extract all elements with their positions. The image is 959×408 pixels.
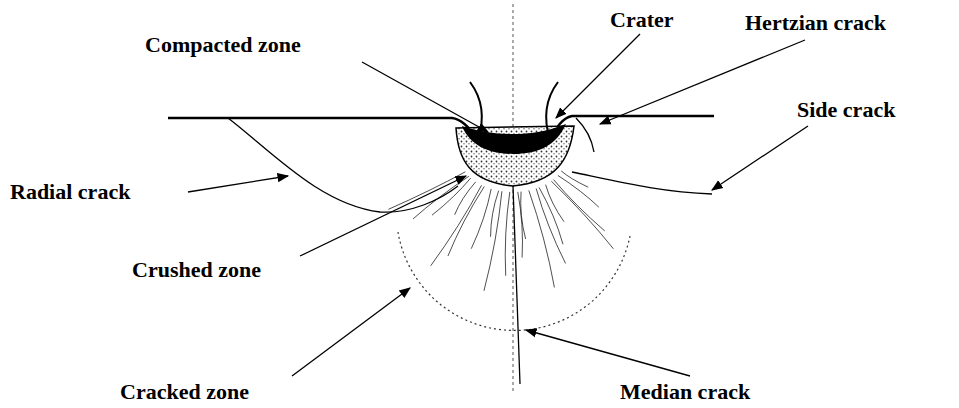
fine-crack — [551, 181, 613, 249]
fine-crack — [561, 171, 588, 187]
fine-crack — [518, 192, 523, 258]
fine-crack — [431, 185, 482, 266]
leader-line — [292, 288, 410, 376]
leader-line — [600, 40, 805, 124]
leader-line — [362, 62, 488, 132]
zone-label: Cracked zone — [120, 380, 249, 404]
surface-line — [550, 116, 714, 140]
leader-line — [526, 330, 690, 376]
fine-crack — [505, 192, 510, 276]
leader-line — [556, 34, 640, 118]
side-crack — [572, 172, 712, 194]
crater-wall — [470, 82, 482, 140]
fine-crack — [484, 191, 502, 291]
fine-crack — [491, 191, 499, 237]
crack-label: Median crack — [620, 380, 750, 404]
fine-cracks — [388, 171, 613, 291]
zone-label: Crushed zone — [132, 258, 261, 282]
fine-crack — [546, 185, 564, 222]
crack-label: Radial crack — [10, 180, 130, 204]
zone-label: Compacted zone — [145, 33, 301, 57]
fine-crack — [536, 189, 565, 264]
leader-line — [188, 176, 288, 192]
median-crack — [513, 186, 520, 384]
leader-line — [300, 176, 466, 256]
surface-line — [168, 118, 478, 140]
hertzian-crack — [576, 118, 594, 152]
zone-label: Crater — [610, 8, 674, 32]
leader-line — [712, 126, 808, 190]
crack-label: Hertzian crack — [745, 11, 886, 35]
leader-lines — [188, 34, 808, 376]
radial-crack — [228, 118, 458, 212]
crater-wall — [546, 82, 558, 140]
fine-crack — [529, 190, 555, 287]
fine-crack — [554, 180, 605, 231]
crack-label: Side crack — [797, 98, 895, 122]
cracked-zone-boundary — [398, 232, 630, 330]
